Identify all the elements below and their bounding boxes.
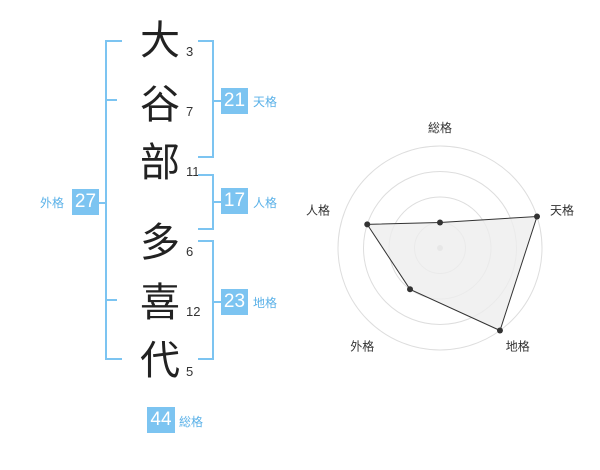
radar-point-4 (407, 286, 414, 293)
radar-point-3 (496, 327, 503, 334)
name-char-6: 代 (140, 338, 180, 384)
tenkaku-label: 天格 (253, 95, 278, 109)
tenkaku-bracket-top-tick (198, 40, 214, 42)
chikaku-bracket-top-tick (198, 240, 214, 242)
stroke-count-3: 11 (186, 164, 200, 179)
outer-bracket-top-tick (105, 40, 122, 42)
radar-axis-label: 天格 (550, 202, 574, 217)
outer-bracket-tick (105, 99, 117, 101)
gaikaku-value: 27 (72, 189, 99, 215)
gaikaku-label: 外格 (40, 196, 65, 210)
outer-bracket-bottom-tick (105, 358, 122, 360)
radar-axis-label: 外格 (350, 339, 374, 354)
stroke-count-6: 5 (186, 364, 194, 379)
soukaku-value: 44 (147, 407, 175, 433)
outer-bracket-tick (105, 299, 117, 301)
radar-points (364, 213, 541, 334)
tenkaku-bracket-connector (212, 100, 221, 102)
radar-axis-label: 総格 (428, 120, 452, 135)
radar-axis-label: 地格 (506, 339, 530, 354)
soukaku-label: 総格 (179, 415, 204, 429)
name-char-3: 部 (140, 140, 180, 186)
radar-grid-ring (337, 145, 543, 351)
radar-area (366, 215, 538, 332)
stroke-count-5: 12 (186, 304, 201, 319)
tenkaku-bracket-bottom-tick (198, 156, 214, 158)
stroke-count-4: 6 (186, 244, 194, 259)
outer-bracket-connector (98, 202, 107, 204)
chikaku-bracket-vertical (212, 240, 214, 360)
chikaku-bracket-connector (212, 301, 221, 303)
name-char-1: 大 (140, 18, 180, 64)
name-char-5: 喜 (140, 280, 180, 326)
chikaku-bracket-bottom-tick (198, 358, 214, 360)
name-char-4: 多 (140, 220, 180, 266)
radar-point-2 (534, 213, 541, 220)
radar-point-5 (364, 221, 371, 228)
stroke-count-2: 7 (186, 104, 194, 119)
jinkaku-bracket-bottom-tick (198, 228, 214, 230)
radar-axis-label: 人格 (306, 202, 330, 217)
chikaku-label: 地格 (253, 296, 278, 310)
tenkaku-value: 21 (221, 88, 248, 114)
outer-bracket-vertical (105, 40, 107, 360)
chikaku-value: 23 (221, 289, 248, 315)
jinkaku-value: 17 (221, 188, 248, 214)
jinkaku-bracket-connector (212, 201, 221, 203)
radar-point-1 (437, 219, 443, 226)
stroke-count-1: 3 (186, 44, 194, 59)
jinkaku-bracket-top-tick (198, 174, 214, 176)
name-char-2: 谷 (140, 82, 180, 128)
tenkaku-bracket-vertical (212, 40, 214, 158)
jinkaku-label: 人格 (253, 196, 278, 210)
